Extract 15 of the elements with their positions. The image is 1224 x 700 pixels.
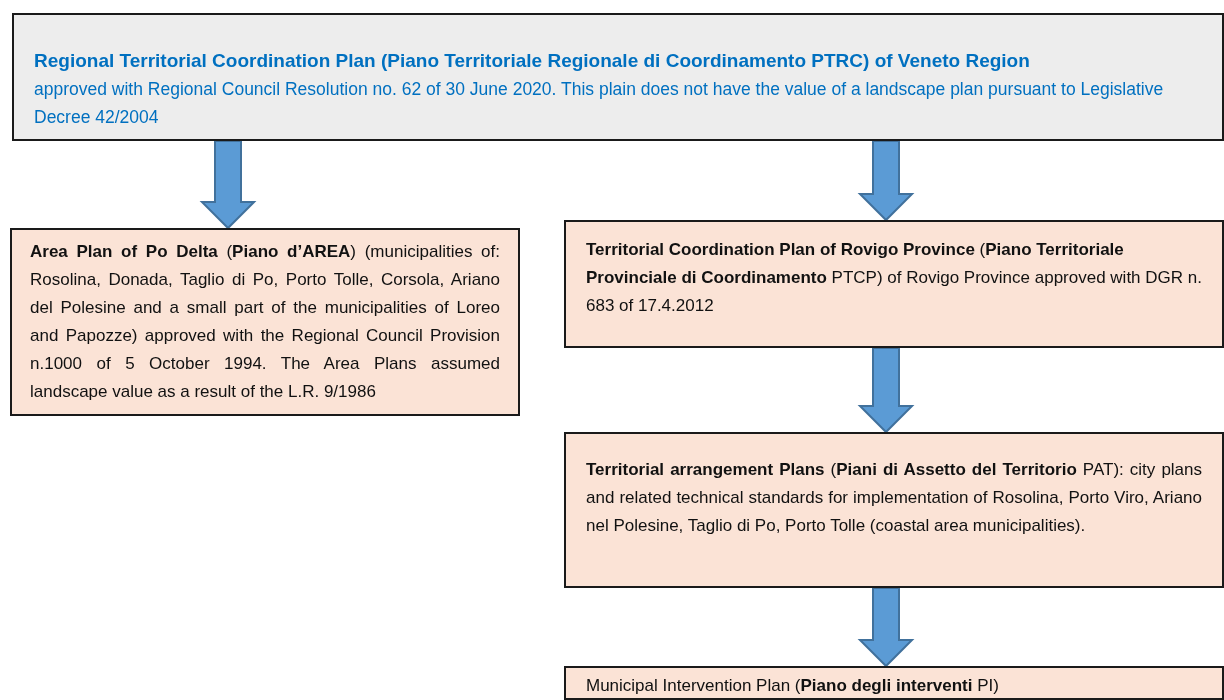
plan-box [564,432,1224,588]
plan-title: Regional Territorial Coordination Plan (Piano Territoriale Regionale di Coordinamento PTRC) of Veneto Region [34,49,1031,73]
plan-box [564,666,1224,700]
plan-box [10,228,520,416]
plan-box [564,220,1224,348]
plan-description: Territorial Coordination Plan of Rovigo Province (Piano Territoriale Provinciale di Coordinamento PTCP) of Rovigo Province approved with DGR n. 683 of 17.4.2012 [586,239,1202,317]
plan-description: Municipal Intervention Plan (Piano degli interventi PI) [586,675,1000,697]
plan-description: Area Plan of Po Delta (Piano d’AREA) (municipalities of: Rosolina, Donada, Taglio di Po, Porto Tolle, Corsola, Ariano del Polesine and a small part of the municipalities of Loreo and Papozze) approved with the Regional Council Provision n.1000 of 5 October 1994. The Area Plans assumed landscape value as a result of the L.R. 9/1986 [30,241,500,403]
plan-description: approved with Regional Council Resolution no. 62 of 30 June 2020. This plain does not have the value of a landscape plan pursuant to Legislative Decree 42/2004 [34,78,1165,129]
plan-box [12,13,1224,141]
block-arrow [857,587,915,668]
plan-description: Territorial arrangement Plans (Piani di Assetto del Territorio PAT): city plans and related technical standards for implementation of Rosolina, Porto Viro, Ariano nel Polesine, Taglio di Po, Porto Tolle (coastal area municipalities). [586,459,1202,537]
block-arrow [857,140,915,222]
block-arrow [857,347,915,434]
block-arrow [199,140,257,230]
